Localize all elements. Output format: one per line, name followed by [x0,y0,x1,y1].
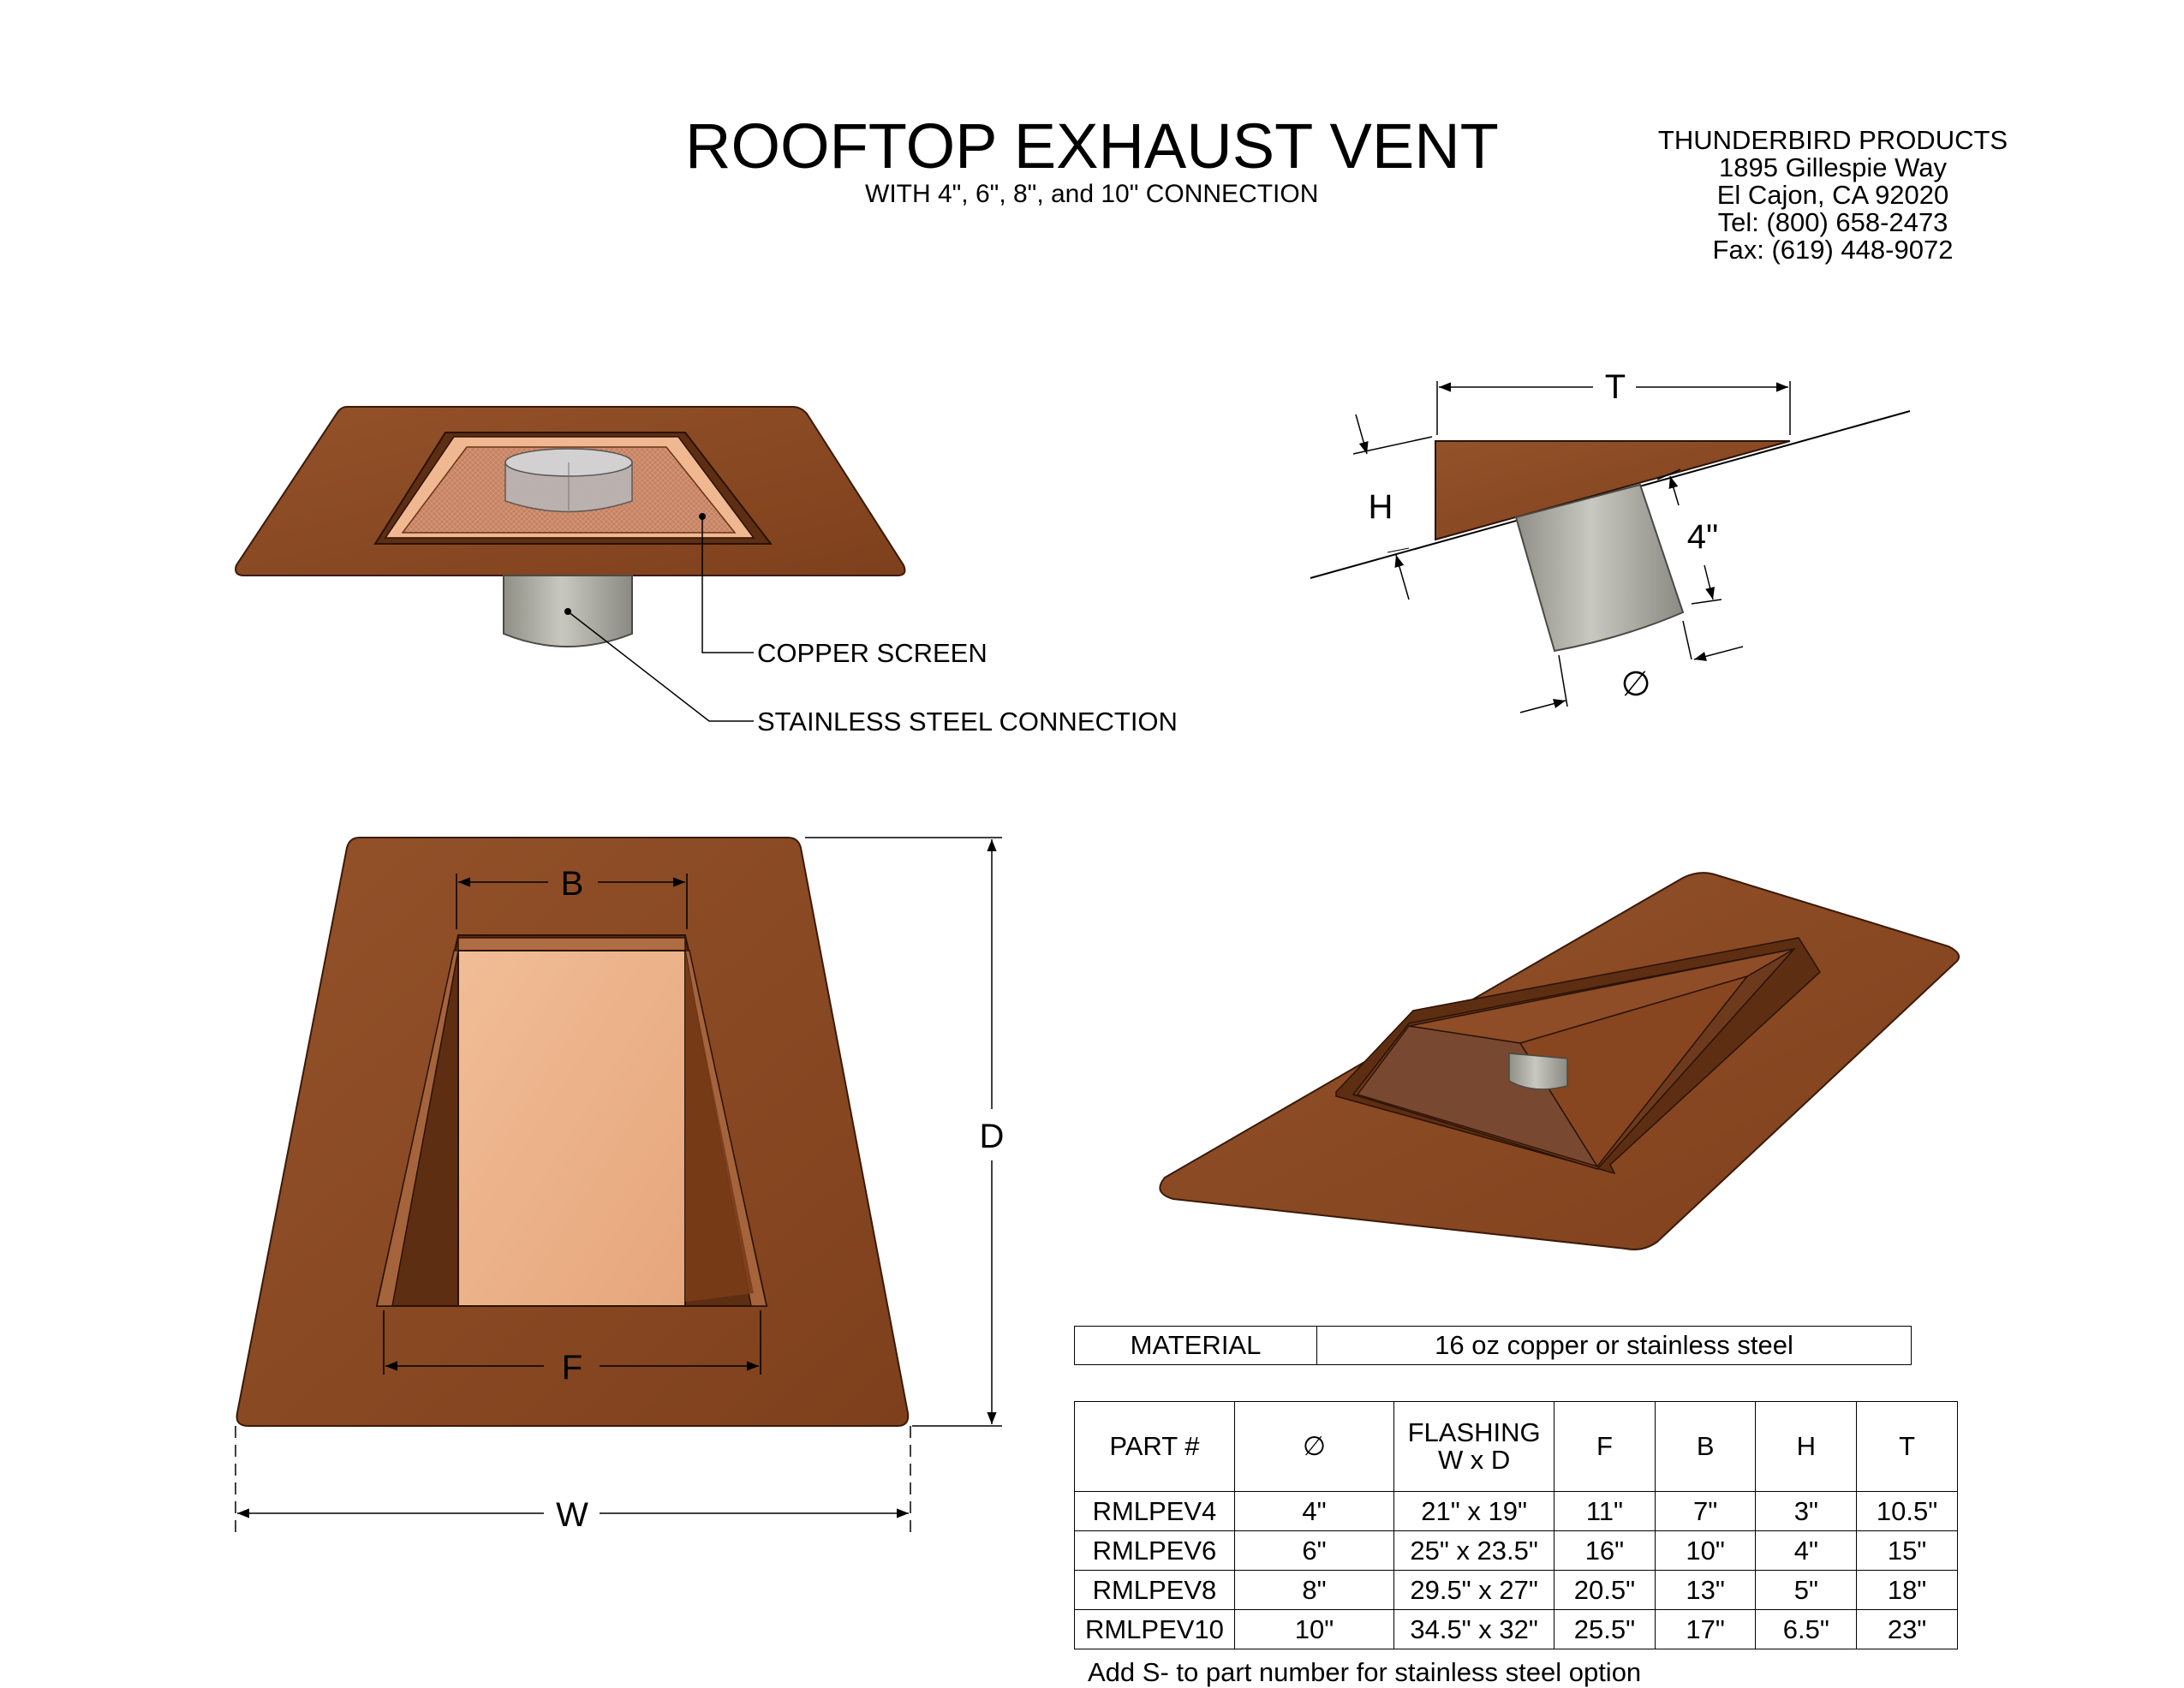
isometric-view [1159,872,1960,1250]
header-diameter: ∅ [1233,1401,1395,1492]
table-row: RMLPEV10 10" 34.5" x 32" 25.5" 17" 6.5" … [1074,1609,1958,1649]
material-row: MATERIAL 16 oz copper or stainless steel [1074,1326,1912,1365]
cell-flashing: 25" x 23.5" [1393,1530,1555,1571]
cell-part: RMLPEV6 [1074,1530,1235,1571]
dim-label-f: F [562,1349,582,1387]
company-address-line1: 1895 Gillespie Way [1719,152,1947,182]
dim-label-b: B [561,865,584,903]
material-value: 16 oz copper or stainless steel [1316,1326,1912,1365]
cell-f: 11" [1554,1491,1656,1531]
side-profile-view [1310,381,1911,713]
company-info: THUNDERBIRD PRODUCTS 1895 Gillespie Way … [1627,127,2038,264]
cell-flashing: 29.5" x 27" [1393,1570,1555,1610]
cell-t: 18" [1856,1570,1958,1610]
cell-flashing: 21" x 19" [1393,1491,1555,1531]
cell-b: 13" [1654,1570,1757,1610]
callout-copper-screen: COPPER SCREEN [757,638,988,668]
dim-label-d: D [980,1118,1005,1155]
cell-t: 10.5" [1856,1491,1958,1531]
dim-label-diameter: ∅ [1621,665,1651,703]
cell-diameter: 8" [1233,1570,1395,1610]
plan-view [235,837,1002,1533]
header-flashing-line2: W x D [1437,1445,1511,1475]
cell-t: 23" [1856,1609,1958,1649]
cell-h: 3" [1755,1491,1858,1531]
cell-b: 17" [1654,1609,1757,1649]
company-fax: Fax: (619) 448-9072 [1712,235,1954,265]
header-flashing-line1: FLASHING [1407,1417,1541,1447]
dim-label-h: H [1369,488,1393,526]
dim-label-w: W [556,1496,588,1534]
parts-header-row: PART # ∅ FLASHING W x D F B H T [1074,1401,1958,1492]
header-f: F [1554,1401,1656,1492]
cell-f: 25.5" [1554,1609,1656,1649]
cell-part: RMLPEV4 [1074,1491,1235,1531]
stainless-option-note: Add S- to part number for stainless stee… [1088,1657,1642,1687]
cell-f: 20.5" [1554,1570,1656,1610]
table-row: RMLPEV8 8" 29.5" x 27" 20.5" 13" 5" 18" [1074,1570,1958,1610]
cell-diameter: 6" [1233,1530,1395,1571]
material-label: MATERIAL [1074,1326,1317,1365]
header-b: B [1654,1401,1757,1492]
cell-part: RMLPEV10 [1074,1609,1235,1649]
cell-diameter: 10" [1233,1609,1395,1649]
page-subtitle: WITH 4", 6", 8", and 10" CONNECTION [865,180,1319,208]
dim-label-four-inch: 4" [1687,518,1718,556]
cell-h: 5" [1755,1570,1858,1610]
cell-flashing: 34.5" x 32" [1393,1609,1555,1649]
cell-h: 4" [1755,1530,1858,1571]
top-view-isometric [235,406,906,722]
header-h: H [1755,1401,1858,1492]
cell-f: 16" [1554,1530,1656,1571]
header-part: PART # [1074,1401,1235,1492]
page-title: ROOFTOP EXHAUST VENT [685,110,1499,182]
cell-h: 6.5" [1755,1609,1858,1649]
callout-stainless-connection: STAINLESS STEEL CONNECTION [757,707,1178,737]
table-row: RMLPEV6 6" 25" x 23.5" 16" 10" 4" 15" [1074,1530,1958,1571]
material-table: MATERIAL 16 oz copper or stainless steel [1074,1326,1912,1365]
cell-part: RMLPEV8 [1074,1570,1235,1610]
dim-label-t: T [1605,368,1626,406]
header-flashing: FLASHING W x D [1393,1401,1555,1492]
company-tel: Tel: (800) 658-2473 [1717,207,1948,237]
cell-diameter: 4" [1233,1491,1395,1531]
cell-b: 7" [1654,1491,1757,1531]
company-name: THUNDERBIRD PRODUCTS [1657,125,2008,155]
company-address-line2: El Cajon, CA 92020 [1716,180,1949,210]
parts-table: PART # ∅ FLASHING W x D F B H T RMLPEV4 … [1074,1401,1958,1649]
table-row: RMLPEV4 4" 21" x 19" 11" 7" 3" 10.5" [1074,1491,1958,1531]
cell-b: 10" [1654,1530,1757,1571]
header-t: T [1856,1401,1958,1492]
cell-t: 15" [1856,1530,1958,1571]
